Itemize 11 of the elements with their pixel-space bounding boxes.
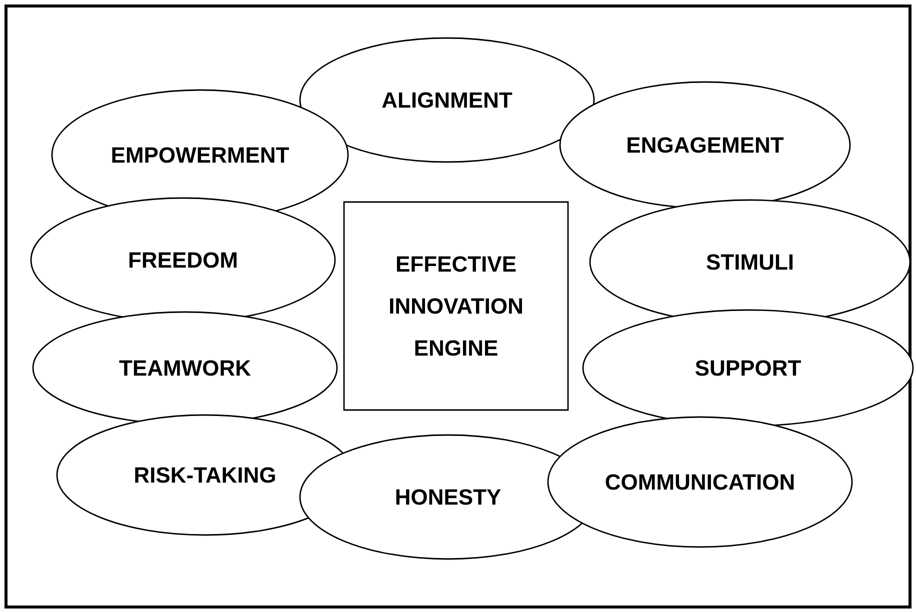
ellipse-node: HONESTY <box>299 434 597 560</box>
node-label: SUPPORT <box>695 360 801 376</box>
ellipse-node: ENGAGEMENT <box>559 81 851 209</box>
ellipse-node: COMMUNICATION <box>547 416 853 548</box>
ellipse-node: TEAMWORK <box>32 311 338 425</box>
node-label: STIMULI <box>706 254 793 270</box>
ellipse-node: FREEDOM <box>30 197 336 323</box>
center-box: EFFECTIVE INNOVATION ENGINE <box>343 201 569 411</box>
ellipse-node: STIMULI <box>589 199 911 325</box>
ellipse-node: ALIGNMENT <box>299 37 595 163</box>
ellipse-node: SUPPORT <box>582 309 914 427</box>
